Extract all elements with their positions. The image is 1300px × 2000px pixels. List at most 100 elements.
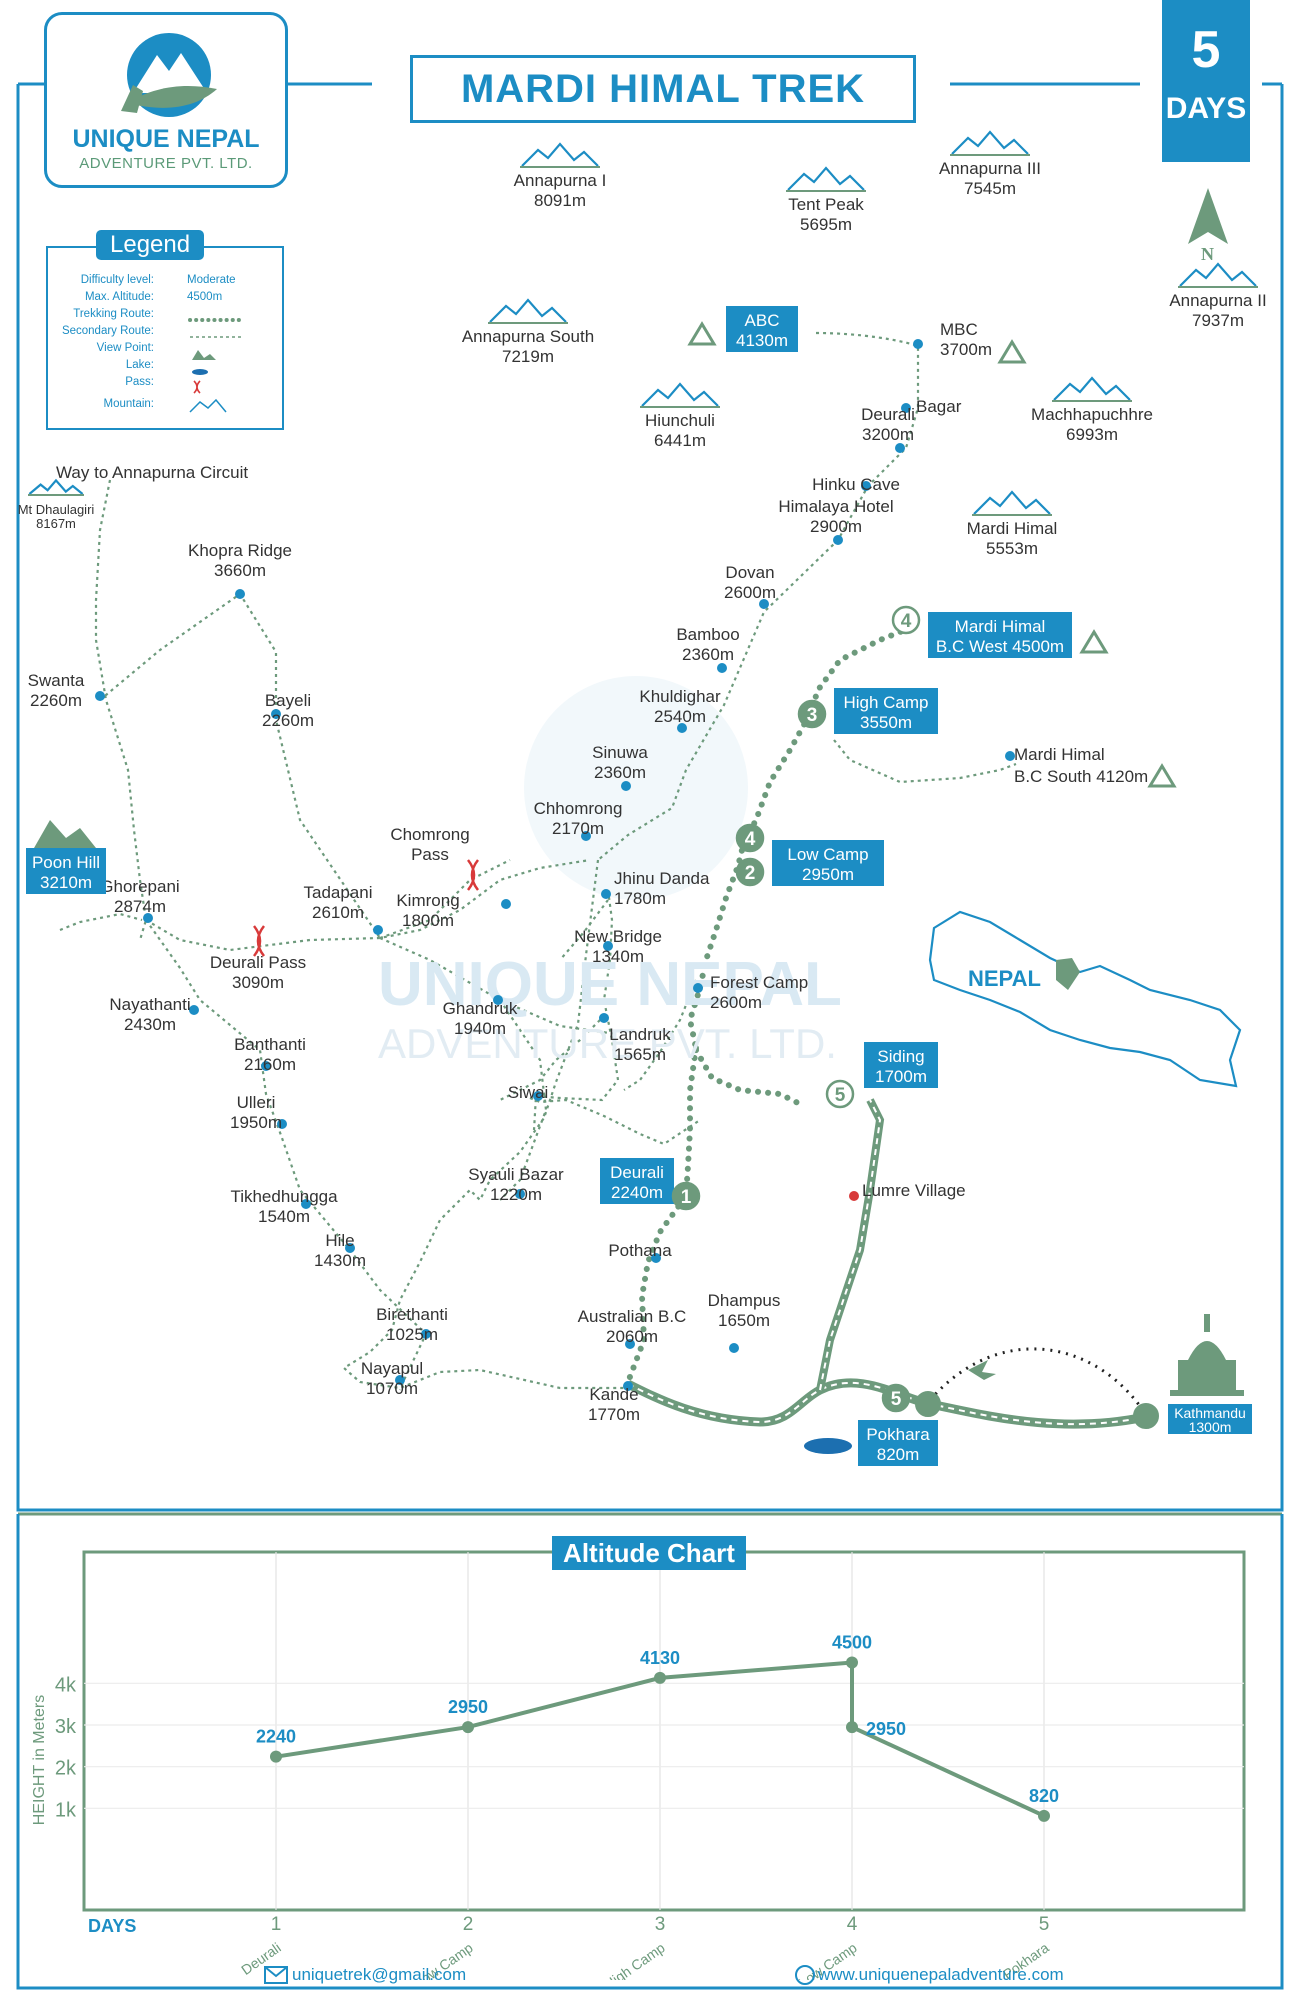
- north-label: N: [1201, 244, 1214, 264]
- legend-row: Max. Altitude:4500m: [48, 291, 282, 308]
- place-name: Australian B.C: [578, 1307, 687, 1326]
- place-altitude: 1025m: [386, 1325, 438, 1344]
- place-altitude: 2600m: [710, 993, 762, 1012]
- place-name: Tadapani: [303, 883, 372, 902]
- watermark-text: UNIQUE NEPAL: [378, 950, 842, 1019]
- altitude-series-line: [275, 1660, 1045, 1818]
- place-dot: [143, 913, 153, 923]
- place-dot: [493, 995, 503, 1005]
- mountain-altitude: 7545m: [964, 179, 1016, 198]
- place-dot: [261, 1061, 271, 1071]
- chart-point: [846, 1656, 858, 1669]
- place-altitude: 2430m: [124, 1015, 176, 1034]
- camp-icon: [687, 321, 1177, 788]
- chart-data-label: 4500: [832, 1633, 872, 1653]
- mountain-name: Annapurna II: [1169, 291, 1266, 310]
- highlight-name: Kathmandu: [1174, 1405, 1246, 1421]
- place-name: Tikhedhungga: [230, 1187, 338, 1206]
- duration-badge: 5 DAYS: [1162, 0, 1250, 162]
- place-dot: [603, 941, 613, 951]
- stage-number: 4: [745, 829, 756, 850]
- x-tick-label: 3: [655, 1914, 666, 1935]
- place-dot: [625, 1339, 635, 1349]
- y-axis-label: HEIGHT in Meters: [31, 1695, 48, 1825]
- page-title: MARDI HIMAL TREK: [410, 55, 916, 123]
- place-name: Pass: [411, 845, 449, 864]
- footer-email[interactable]: uniquetrek@gmail.com: [292, 1965, 467, 1984]
- y-tick-label: 2k: [55, 1758, 77, 1780]
- mail-icon: [264, 1966, 288, 1984]
- legend-key: Lake:: [125, 359, 154, 371]
- place-marker: Pothana: [608, 1241, 672, 1263]
- legend-key: Pass:: [125, 376, 154, 388]
- place-name: Khopra Ridge: [188, 541, 292, 560]
- plane-icon: [968, 1360, 996, 1380]
- mountain-name: Mardi Himal: [967, 519, 1058, 538]
- mountain-name: Annapurna III: [939, 159, 1041, 178]
- place-altitude: 2610m: [312, 903, 364, 922]
- place-dot: [395, 1375, 405, 1385]
- place-dot: [849, 1191, 859, 1201]
- place-marker: Siwai: [508, 1083, 549, 1102]
- place-name: Bayeli: [265, 691, 311, 710]
- mountain-altitude: 5553m: [986, 539, 1038, 558]
- place-altitude: 1950m: [230, 1113, 282, 1132]
- mountain-logo-icon: [121, 33, 217, 117]
- place-altitude: 1565m: [614, 1045, 666, 1064]
- mountain-name: Annapurna I: [514, 171, 607, 190]
- highlight-altitude: 1700m: [875, 1067, 927, 1086]
- stage-number: 2: [745, 863, 756, 884]
- place-name: Nayathanti: [109, 995, 190, 1014]
- place-altitude: 1540m: [258, 1207, 310, 1226]
- place-dot: [677, 723, 687, 733]
- highlight-altitude: 2950m: [802, 865, 854, 884]
- place-altitude: 2160m: [244, 1055, 296, 1074]
- place-name: Syauli Bazar: [468, 1165, 564, 1184]
- place-altitude: 2260m: [30, 691, 82, 710]
- place-dot: [621, 781, 631, 791]
- mountain-name: Annapurna South: [462, 327, 594, 346]
- footer-website[interactable]: www.uniquenepaladventure.com: [818, 1965, 1064, 1984]
- place-name: Ulleri: [237, 1093, 276, 1112]
- globe-icon: [795, 1965, 815, 1985]
- legend-title: Legend: [96, 230, 205, 260]
- place-name: Kande: [589, 1385, 638, 1404]
- place-dot: [345, 1243, 355, 1253]
- place-name: MBC: [940, 320, 978, 339]
- legend-key: Max. Altitude:: [84, 291, 154, 303]
- place-altitude: 2260m: [262, 711, 314, 730]
- place-dot: [759, 599, 769, 609]
- watermark: [524, 676, 748, 900]
- airport-icon: [915, 1391, 1159, 1429]
- lake-icon: [804, 1438, 852, 1454]
- place-altitude: 1780m: [614, 889, 666, 908]
- x-axis-label: DAYS: [88, 1916, 136, 1936]
- highlight-altitude: 820m: [877, 1445, 920, 1464]
- chart-data-label: 4130: [640, 1648, 680, 1668]
- place-dot: [717, 663, 727, 673]
- inset-country-label: NEPAL: [968, 966, 1041, 991]
